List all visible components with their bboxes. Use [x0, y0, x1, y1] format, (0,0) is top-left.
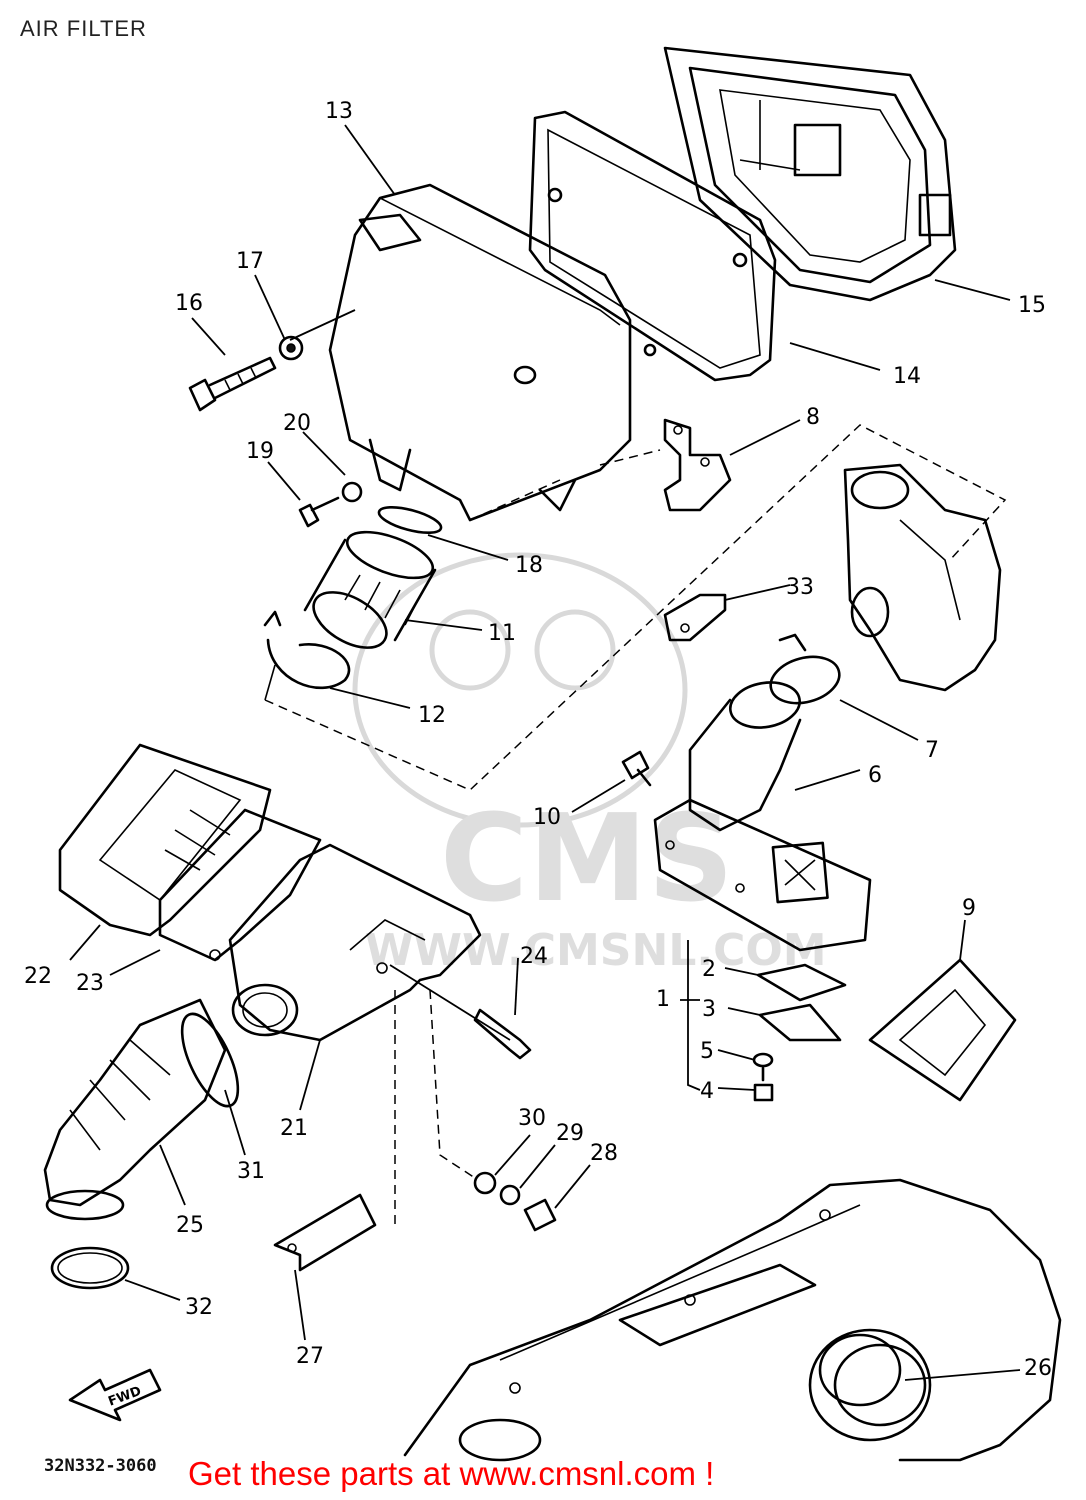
part-14-element-plate: [528, 110, 777, 382]
part-13-cover: [328, 183, 632, 522]
callout-20: 20: [283, 411, 311, 436]
callout-30: 30: [518, 1106, 546, 1131]
page-title: AIR FILTER: [20, 16, 147, 41]
callout-10: 10: [533, 805, 561, 830]
part-22-intake-cover: [58, 743, 272, 937]
callout-14: 14: [893, 364, 921, 389]
callout-28: 28: [590, 1141, 618, 1166]
callout-22: 22: [24, 964, 52, 989]
callout-6: 6: [868, 763, 882, 788]
part-23-case: [158, 808, 322, 962]
callout-7: 7: [925, 738, 939, 763]
callout-19: 19: [246, 439, 274, 464]
part-3-stopper: [758, 1003, 842, 1042]
callout-23: 23: [76, 971, 104, 996]
part-25-duct: [43, 998, 227, 1221]
callout-11: 11: [488, 621, 516, 646]
part-33-plate: [663, 593, 727, 642]
callout-12: 12: [418, 703, 446, 728]
watermark-brand: CMS: [440, 790, 734, 929]
callout-13: 13: [325, 99, 353, 124]
part-19-screw: [298, 496, 340, 528]
part-4-screw: [753, 1066, 774, 1102]
callout-17: 17: [236, 249, 264, 274]
reed-valve-body: [771, 841, 829, 904]
leader-lines: [69, 124, 1021, 1381]
callout-4: 4: [700, 1079, 714, 1104]
callout-25: 25: [176, 1213, 204, 1238]
part-18-gasket: [377, 505, 443, 535]
part-2-reed: [756, 963, 847, 1002]
callout-5: 5: [700, 1039, 714, 1064]
callouts: 13 17 16 20 19 18 11 12 15 14 8 33 7 6 1…: [24, 99, 1052, 1381]
part-6-manifold: [653, 681, 872, 952]
part-12-clamp: [263, 610, 351, 690]
callout-21: 21: [280, 1116, 308, 1141]
callout-1: 1: [656, 987, 670, 1012]
callout-27: 27: [296, 1344, 324, 1369]
part-31-band: [180, 1012, 240, 1108]
part-32-o-ring: [50, 1246, 130, 1290]
part-7-clamp: [769, 633, 841, 705]
callout-8: 8: [806, 405, 820, 430]
part-28-bolt: [523, 1198, 557, 1232]
callout-24: 24: [520, 944, 548, 969]
fwd-arrow-icon: FWD: [68, 1368, 162, 1422]
callout-2: 2: [702, 957, 716, 982]
part-26-cap: [818, 1333, 902, 1407]
part-10-bolt: [621, 750, 652, 787]
part-16-bolt: [188, 356, 277, 412]
part-21-case: [228, 843, 482, 1042]
watermark-url: WWW.CMSNL.COM: [365, 925, 827, 976]
callout-29: 29: [556, 1121, 584, 1146]
part-5-washer: [752, 1052, 774, 1068]
callout-9: 9: [962, 896, 976, 921]
diagram-code: 32N332-3060: [44, 1456, 157, 1476]
part-8-bracket: [599, 418, 732, 512]
part-11-joint: [303, 530, 437, 649]
part-9-gasket: [868, 958, 1017, 1102]
carburetor-body: [843, 463, 1002, 692]
callout-32: 32: [185, 1295, 213, 1320]
callout-31: 31: [237, 1159, 265, 1184]
watermark: CMS WWW.CMSNL.COM: [352, 552, 827, 976]
callout-16: 16: [175, 291, 203, 316]
crankcase-cover: [403, 1178, 1062, 1462]
callout-3: 3: [702, 997, 716, 1022]
part-24-screw: [389, 964, 532, 1060]
callout-33: 33: [786, 575, 814, 600]
part-30-nut: [473, 1171, 497, 1195]
part-27-bracket: [273, 990, 396, 1272]
callout-15: 15: [1018, 293, 1046, 318]
part-29-washer: [499, 1184, 521, 1206]
part-20-nut: [341, 481, 363, 503]
promo-link[interactable]: Get these parts at www.cmsnl.com !: [188, 1455, 715, 1492]
callout-18: 18: [515, 553, 543, 578]
part-15-air-cleaner-case: [663, 46, 957, 302]
part-17-washer: [278, 335, 304, 361]
callout-26: 26: [1024, 1356, 1052, 1381]
